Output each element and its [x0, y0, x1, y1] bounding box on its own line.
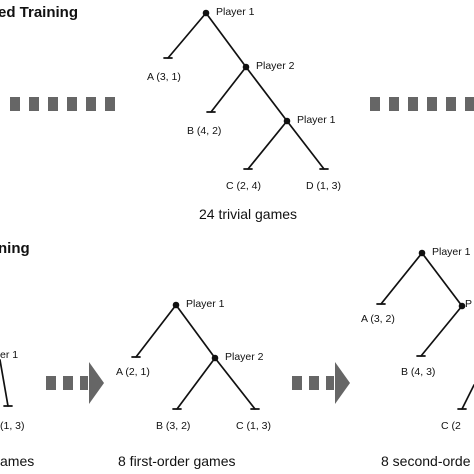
middle-tree-node-2 [211, 354, 219, 362]
middle-tree-node-1-label: Player 1 [186, 298, 225, 310]
right-tree-leaf-c: C (2 [441, 420, 461, 432]
top-tree-caption: 24 trivial games [199, 206, 298, 222]
middle-tree-leaf-a: A (2, 1) [116, 366, 150, 378]
dashed-arrow-top-left [10, 97, 115, 111]
right-tree-node-2 [458, 302, 466, 310]
top-tree-node-2 [242, 63, 250, 71]
middle-tree-caption: 8 first-order games [118, 453, 236, 469]
top-tree-leaf-b: B (4, 2) [187, 125, 222, 137]
left-partial-leaf: (1, 3) [0, 420, 25, 432]
left-partial-tree-edges [0, 359, 13, 407]
top-tree-leaf-d: D (1, 3) [306, 180, 342, 192]
top-tree-node-3-label: Player 1 [297, 114, 336, 126]
dashed-arrow-top-right [370, 97, 474, 111]
right-tree-node-1-label: Player 1 [432, 246, 471, 258]
right-tree-edges [376, 252, 474, 410]
top-tree-node-2-label: Player 2 [256, 60, 295, 72]
right-tree-leaf-a: A (3, 2) [361, 313, 395, 325]
middle-tree-edges [131, 304, 260, 410]
top-tree-node-3 [283, 117, 291, 125]
dashed-arrow-bottom-left [46, 362, 104, 404]
left-partial-node-label: er 1 [0, 349, 19, 361]
right-tree-leaf-b: B (4, 3) [401, 366, 436, 378]
bottom-section-heading: ning [0, 240, 30, 257]
right-tree-caption: 8 second-orde [381, 453, 471, 469]
right-tree-node-2-label: P [465, 298, 473, 310]
top-section-heading: ed Training [0, 4, 79, 21]
top-tree-leaf-a: A (3, 1) [147, 71, 181, 83]
top-tree-leaf-c: C (2, 4) [226, 180, 262, 192]
dashed-arrow-bottom-right [292, 362, 350, 404]
top-tree-node-1 [202, 9, 210, 17]
middle-tree-leaf-c: C (1, 3) [236, 420, 272, 432]
top-tree-edges [163, 12, 329, 170]
middle-tree-node-1 [172, 301, 180, 309]
left-partial-caption: ames [0, 453, 35, 469]
middle-tree-node-2-label: Player 2 [225, 351, 264, 363]
right-tree-node-1 [418, 249, 426, 257]
middle-tree-leaf-b: B (3, 2) [156, 420, 191, 432]
top-tree-node-1-label: Player 1 [216, 6, 255, 18]
